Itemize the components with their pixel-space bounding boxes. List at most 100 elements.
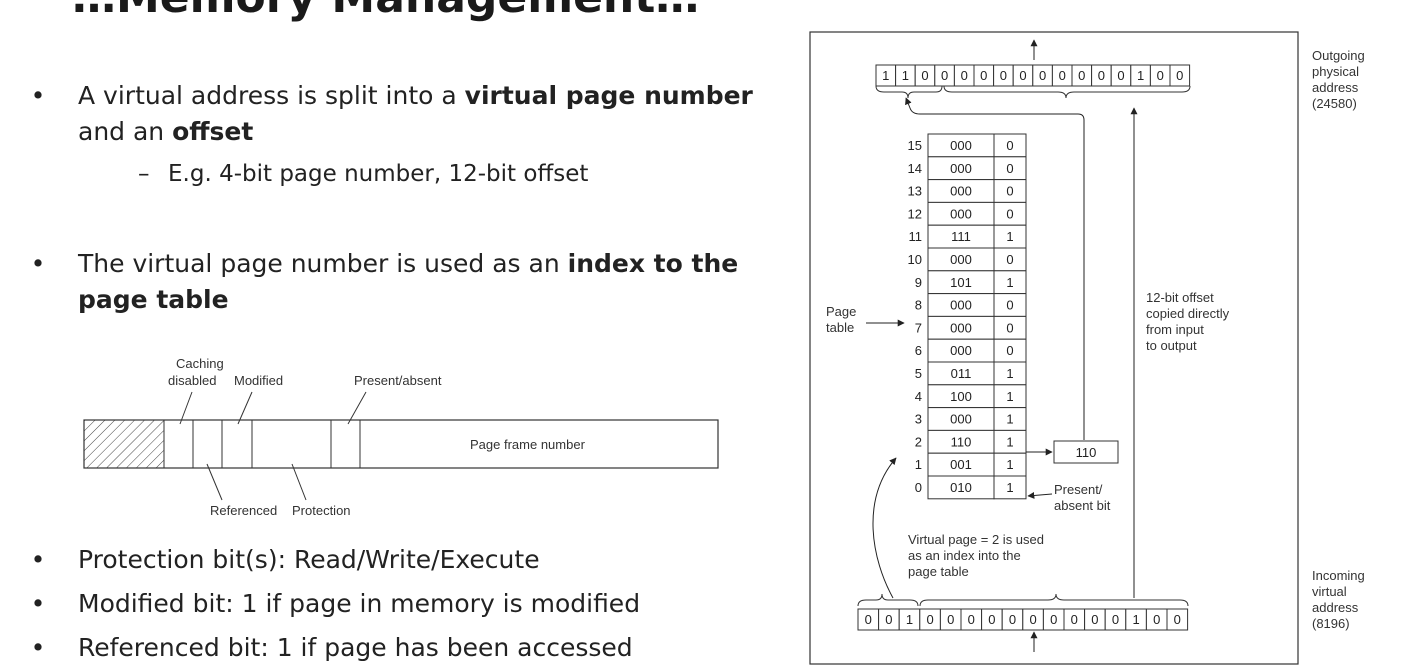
bullet-dot: •: [30, 249, 46, 278]
incoming-bit-value: 0: [947, 612, 954, 627]
page-frame-value: 100: [950, 389, 972, 404]
outgoing-bit-value: 1: [902, 68, 909, 83]
page-bits-brace: [875, 85, 943, 99]
offset-note: 12-bit offset: [1146, 290, 1214, 305]
page-frame-value: 110: [951, 434, 972, 449]
page-frame-value: 000: [950, 298, 972, 313]
incoming-bit-value: 1: [1132, 612, 1139, 627]
present-bit-value: 0: [1006, 343, 1013, 358]
present-bit-value: 0: [1006, 320, 1013, 335]
sub-bullet-text: E.g. 4-bit page number, 12-bit offset: [168, 161, 589, 187]
outgoing-bit-value: 0: [1000, 68, 1007, 83]
present-bit-value: 0: [1006, 161, 1013, 176]
present-bit-value: 1: [1006, 275, 1013, 290]
selected-frame-value: 110: [1076, 445, 1097, 460]
present-bit-cell: [993, 475, 1027, 500]
incoming-offset-brace: [919, 593, 1189, 607]
diagram-frame: [809, 31, 1299, 665]
page-frame-value: 000: [950, 161, 972, 176]
page-frame-value: 000: [950, 252, 972, 267]
pte-pointer: [291, 463, 307, 501]
page-index-label: 1: [915, 457, 922, 472]
page-frame-value: 000: [950, 343, 972, 358]
present-absent-bit-label: absent bit: [1054, 498, 1111, 513]
bullet-text: The virtual page number is used as an in…: [78, 249, 739, 314]
present-bit-value: 1: [1006, 480, 1013, 495]
incoming-bit-cell: [1166, 608, 1189, 631]
pte-label-present-absent: Present/absent: [354, 373, 442, 388]
virtual-page-note: page table: [908, 564, 969, 579]
offset-note: from input: [1146, 322, 1204, 337]
page-index-label: 11: [909, 229, 923, 244]
page-frame-value: 000: [950, 184, 972, 199]
page-index-label: 4: [915, 389, 922, 404]
page-frame-value: 000: [950, 412, 972, 427]
present-bit-value: 1: [1006, 434, 1013, 449]
present-bit-value: 1: [1006, 412, 1013, 427]
page-table-entry-diagram: Caching disabled Modified Present/absent…: [83, 356, 719, 518]
outgoing-bit-value: 0: [980, 68, 987, 83]
pte-label-referenced: Referenced: [210, 503, 277, 518]
bullet-text: Protection bit(s): Read/Write/Execute: [78, 545, 540, 574]
offset-note: to output: [1146, 338, 1197, 353]
present-bit-value: 0: [1006, 298, 1013, 313]
page-table-label: Page: [826, 304, 856, 319]
bullet-text: Modified bit: 1 if page in memory is mod…: [78, 589, 641, 618]
page-index-label: 13: [908, 184, 922, 199]
pte-outline: [83, 419, 719, 469]
offset-note: copied directly: [1146, 306, 1230, 321]
present-bit-value: 0: [1006, 252, 1013, 267]
incoming-bit-value: 0: [1153, 612, 1160, 627]
selected-frame-box: [1053, 440, 1119, 464]
incoming-bit-value: 0: [1050, 612, 1057, 627]
incoming-bit-value: 0: [865, 612, 872, 627]
incoming-label: address: [1312, 600, 1359, 615]
bullet-dot: •: [30, 633, 46, 662]
outgoing-bit-value: 0: [1117, 68, 1124, 83]
outgoing-bit-value: 0: [1078, 68, 1085, 83]
present-bit-value: 1: [1006, 366, 1013, 381]
pte-pointer: [237, 391, 253, 425]
page-index-label: 6: [915, 343, 922, 358]
present-bit-value: 0: [1006, 206, 1013, 221]
present-bit-pointer: [1027, 491, 1053, 499]
present-bit-value: 0: [1006, 138, 1013, 153]
page-frame-value: 111: [951, 229, 971, 244]
bullet-dot: •: [30, 81, 46, 110]
present-bit-value: 0: [1006, 184, 1013, 199]
page-index-label: 12: [908, 206, 922, 221]
incoming-bit-value: 0: [988, 612, 995, 627]
outgoing-bit-value: 0: [1157, 68, 1164, 83]
outgoing-bit-value: 1: [1137, 68, 1144, 83]
outgoing-bit-value: 1: [882, 68, 889, 83]
page-frame-value: 000: [950, 320, 972, 335]
page-index-label: 10: [908, 252, 922, 267]
outgoing-label: (24580): [1312, 96, 1357, 111]
present-bit-value: 1: [1006, 389, 1013, 404]
page-frame-value: 000: [950, 138, 972, 153]
pte-label-modified: Modified: [234, 373, 283, 388]
pte-pointer: [206, 463, 223, 501]
outgoing-bit-value: 0: [961, 68, 968, 83]
page-index-label: 0: [915, 480, 922, 495]
pte-pointer: [347, 391, 367, 425]
outgoing-label: address: [1312, 80, 1359, 95]
sub-bullet-dash: –: [138, 161, 150, 187]
frame-to-output-arrow: [905, 97, 1085, 440]
page-table-label: table: [826, 320, 854, 335]
incoming-label: (8196): [1312, 616, 1350, 631]
incoming-bit-value: 1: [906, 612, 913, 627]
outgoing-bit-value: 0: [1098, 68, 1105, 83]
page-index-label: 14: [908, 161, 922, 176]
pte-label-protection: Protection: [292, 503, 351, 518]
page-index-label: 15: [908, 138, 922, 153]
outgoing-bit-cell: [1169, 64, 1191, 87]
outgoing-bit-value: 0: [1176, 68, 1183, 83]
page-index-label: 9: [915, 275, 922, 290]
offset-bits-brace: [943, 85, 1191, 99]
bullet-text: A virtual address is split into a virtua…: [78, 81, 753, 146]
incoming-label: Incoming: [1312, 568, 1365, 583]
pte-label-caching: Caching: [176, 356, 224, 371]
